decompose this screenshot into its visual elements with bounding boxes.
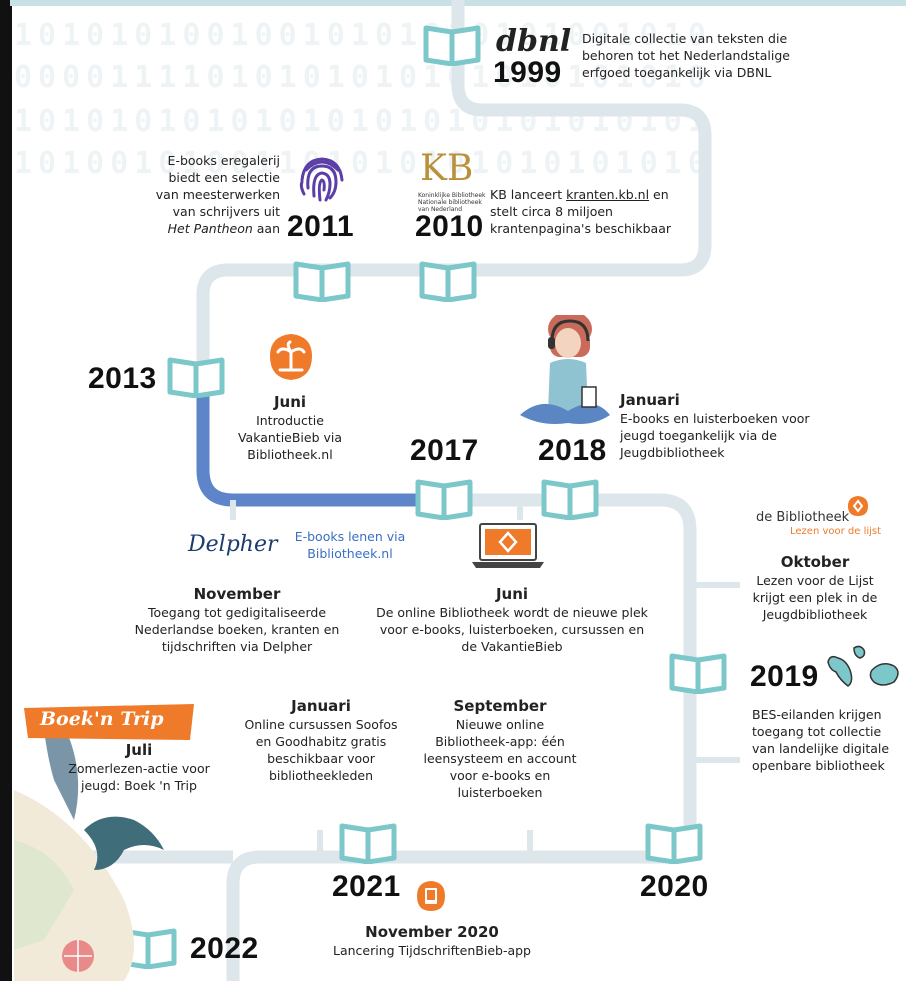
- binary-background-row: 10101010010010101010101001010: [14, 18, 712, 53]
- year-2017: 2017: [410, 434, 479, 467]
- book-icon: [645, 823, 703, 864]
- delpher-logo: Delpher: [188, 532, 278, 557]
- kranten-link[interactable]: kranten.kb.nl: [566, 187, 650, 202]
- event-2019-text: BES-eilanden krijgen toegang tot collect…: [752, 707, 890, 773]
- book-icon: [669, 653, 727, 694]
- girl-with-headphones-illustration: [520, 315, 610, 424]
- bibliotheek-logo-icon: [848, 496, 868, 516]
- tablet-app-icon: [417, 881, 445, 911]
- book-icon: [423, 25, 481, 66]
- year-2021: 2021: [332, 870, 401, 903]
- boek-n-trip-illustration: [14, 722, 164, 981]
- kb-logo: KB: [420, 148, 474, 189]
- laptop-icon: [472, 523, 544, 568]
- palm-tree-icon: [270, 334, 312, 380]
- binary-background-row: 00001111010101010101010101010: [14, 60, 712, 95]
- boek-n-trip-banner: Boek'n Trip: [40, 708, 164, 730]
- islands-map-icon: [827, 645, 899, 687]
- bibliotheek-logo-subtext: Lezen voor de lijst: [790, 526, 882, 537]
- book-icon: [167, 357, 225, 398]
- delpher-side-text: E-books lenen via Bibliotheek.nl: [294, 529, 406, 561]
- boek-n-trip-banner-shape: [24, 704, 194, 740]
- year-2013: 2013: [88, 362, 157, 395]
- year-2018: 2018: [538, 434, 607, 467]
- year-2020: 2020: [640, 870, 709, 903]
- year-2019: 2019: [750, 660, 819, 693]
- event-2010-text: KB lanceert kranten.kb.nl en stelt circa…: [490, 187, 672, 236]
- fingerprint-icon: [299, 157, 344, 202]
- book-icon: [541, 479, 599, 520]
- book-icon: [415, 479, 473, 520]
- year-2022: 2022: [190, 932, 259, 965]
- book-icon: [293, 261, 351, 302]
- event-2011-text: E-books eregalerij biedt een selectie va…: [155, 153, 280, 236]
- year-2011: 2011: [287, 210, 355, 243]
- event-1999-text: Digitale collectie van teksten die behor…: [582, 31, 790, 80]
- book-icon: [339, 823, 397, 864]
- book-icon: [419, 261, 477, 302]
- kb-logo-subtext: Koninklijke Bibliotheek Nationale biblio…: [418, 192, 486, 213]
- left-border: [0, 0, 12, 981]
- year-2010: 2010: [415, 210, 484, 243]
- dbnl-logo: dbnl: [496, 24, 572, 59]
- year-1999: 1999: [493, 56, 562, 89]
- binary-background-row: 10100101001101010101010101010: [14, 146, 712, 181]
- bibliotheek-logo: de Bibliotheek: [756, 510, 850, 525]
